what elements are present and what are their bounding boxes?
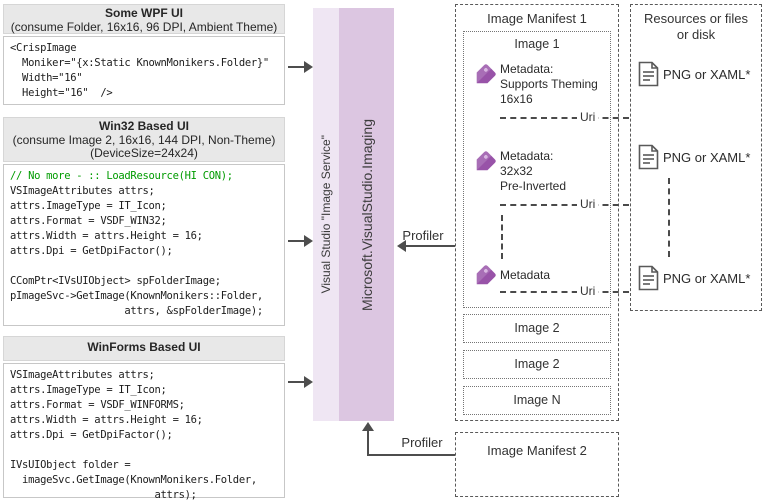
code-line: Moniker="{x:Static KnownMonikers.Folder}… (10, 57, 269, 69)
uri-label-1: Uri (577, 110, 599, 124)
image-n-title: Image N (513, 393, 561, 407)
code-line: attrs.Format = VSDF_WIN32; (10, 215, 167, 227)
uri-label-3: Uri (577, 284, 599, 298)
image-1-title: Image 1 (514, 37, 560, 51)
profiler-top-arrow-icon (397, 240, 455, 252)
winforms-panel-header: WinForms Based UI (3, 336, 285, 361)
code-line: IVsUIObject folder = (10, 459, 131, 471)
wpf-to-service-arrow-icon (288, 61, 313, 73)
resources-title: Resources or files or disk (631, 11, 761, 43)
file-label-3: PNG or XAML* (663, 271, 751, 286)
code-line (10, 443, 284, 458)
metadata-line: 16x16 (500, 92, 533, 106)
image-manifest-2-box: Image Manifest 2 (455, 432, 619, 497)
uri-connector-line-1 (500, 117, 629, 119)
code-line: attrs); (10, 489, 197, 501)
win32-panel-title: Win32 Based UI (99, 119, 189, 133)
code-line: pImageSvc->GetImage(KnownMonikers::Folde… (10, 290, 263, 302)
image-service-bar-label: Visual Studio "Image Service" (319, 135, 333, 294)
image-1-box: Image 1 Metadata: Supports Theming 16x16 (463, 31, 611, 308)
code-line: attrs.Width = attrs.Height = 16; (10, 414, 203, 426)
png-xaml-file-icon (638, 265, 659, 291)
winforms-panel-title: WinForms Based UI (87, 340, 201, 354)
wpf-panel-header: Some WPF UI (consume Folder, 16x16, 96 D… (3, 4, 285, 34)
image-service-bar: Visual Studio "Image Service" (313, 8, 339, 421)
code-line: attrs.ImageType = IT_Icon; (10, 384, 167, 396)
uri-connector-line-2 (500, 204, 629, 206)
file-label-1: PNG or XAML* (663, 67, 751, 82)
metadata-ellipsis-line (501, 215, 503, 259)
code-line: attrs.Format = VSDF_WINFORMS; (10, 399, 185, 411)
winforms-code-snippet: VSImageAttributes attrs; attrs.ImageType … (3, 363, 285, 501)
resources-title-line1: Resources or files (643, 11, 749, 26)
metadata-entry-2: Metadata: 32x32 Pre-Inverted (500, 149, 566, 194)
win32-to-service-arrow-icon (288, 235, 313, 247)
metadata-tag-icon (476, 151, 496, 171)
code-line: attrs.Dpi = GetDpiFactor(); (10, 245, 173, 257)
metadata-entry-3: Metadata (500, 268, 550, 283)
win32-panel-subtitle2: (DeviceSize=24x24) (90, 146, 198, 160)
resources-title-line2: or disk (676, 27, 716, 42)
files-ellipsis-line (668, 178, 670, 257)
code-line: // No more - :: LoadResource(HI CON); (10, 170, 233, 182)
code-line: Width="16" (10, 72, 83, 84)
profiler-bottom-arrow-icon (362, 422, 374, 456)
metadata-entry-1: Metadata: Supports Theming 16x16 (500, 62, 598, 107)
resources-box: Resources or files or disk PNG or XAML* … (630, 4, 762, 311)
code-line: attrs.ImageType = IT_Icon; (10, 200, 167, 212)
profiler-bottom-label: Profiler (401, 435, 443, 450)
visualstudio-imaging-bar-label: Microsoft.VisualStudio.Imaging (358, 118, 375, 311)
wpf-code-snippet: <CrispImage Moniker="{x:Static KnownMoni… (3, 36, 285, 105)
metadata-line: Pre-Inverted (500, 179, 567, 193)
png-xaml-file-icon (638, 144, 659, 170)
image-2b-title: Image 2 (514, 357, 560, 371)
visualstudio-imaging-bar: Microsoft.VisualStudio.Imaging (339, 8, 394, 421)
uri-connector-line-3 (500, 291, 629, 293)
win32-code-snippet: // No more - :: LoadResource(HI CON);VSI… (3, 164, 285, 326)
wpf-panel-subtitle: (consume Folder, 16x16, 96 DPI, Ambient … (10, 19, 278, 34)
wpf-panel-title: Some WPF UI (104, 6, 183, 20)
code-line: VSImageAttributes attrs; (10, 185, 155, 197)
winforms-to-service-arrow-icon (288, 376, 313, 388)
code-line: VSImageAttributes attrs; (10, 369, 155, 381)
code-line: Height="16" /> (10, 87, 113, 99)
code-line: attrs.Dpi = GetDpiFactor(); (10, 429, 173, 441)
code-line: attrs.Width = attrs.Height = 16; (10, 230, 203, 242)
metadata-line: 32x32 (500, 164, 533, 178)
image-n-box: Image N (463, 386, 611, 415)
image-manifest-2-title: Image Manifest 2 (487, 443, 587, 458)
metadata-line: Metadata: (500, 62, 554, 76)
code-line (10, 259, 284, 274)
profiler-top-label: Profiler (402, 228, 444, 243)
metadata-line: Metadata: (500, 149, 554, 163)
image-2-box: Image 2 (463, 314, 611, 343)
file-label-2: PNG or XAML* (663, 150, 751, 165)
code-line: imageSvc.GetImage(KnownMonikers.Folder, (10, 474, 257, 486)
image-manifest-1-title: Image Manifest 1 (487, 11, 587, 26)
win32-panel-header: Win32 Based UI (consume Image 2, 16x16, … (3, 117, 285, 162)
profiler-bottom-connector-line (367, 454, 455, 456)
metadata-tag-icon (476, 64, 496, 84)
metadata-line: Supports Theming (500, 77, 598, 91)
png-xaml-file-icon (638, 61, 659, 87)
metadata-line: Metadata (500, 268, 551, 282)
code-line: attrs, &spFolderImage); (10, 305, 263, 317)
code-line: CComPtr<IVsUIObject> spFolderImage; (10, 275, 221, 287)
win32-panel-subtitle: (consume Image 2, 16x16, 144 DPI, Non-Th… (12, 132, 276, 147)
image-manifest-1-box: Image Manifest 1 Image 1 Metadata: Suppo… (455, 4, 619, 421)
image-2-title: Image 2 (514, 321, 560, 335)
metadata-tag-icon (476, 265, 496, 285)
image-2b-box: Image 2 (463, 350, 611, 379)
uri-label-2: Uri (577, 197, 599, 211)
code-line: <CrispImage (10, 42, 77, 54)
